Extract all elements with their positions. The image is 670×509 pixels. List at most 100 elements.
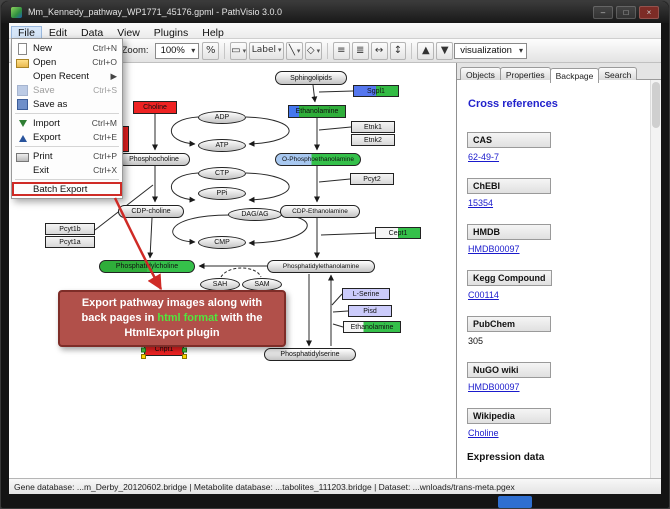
datanode-tool-button[interactable]: ▭ <box>230 41 248 60</box>
crossref-heading: Cross references <box>468 98 558 110</box>
pathway-edge <box>170 172 199 203</box>
distribute-vertical-button[interactable]: ↕ <box>389 41 407 60</box>
node-choline[interactable]: Choline <box>133 101 177 114</box>
align-vertical-button[interactable]: ≣ <box>351 41 369 60</box>
crossref-link[interactable]: C00114 <box>468 290 499 300</box>
node-sphingolipids[interactable]: Sphingolipids <box>275 71 347 85</box>
node-cdp-choline[interactable]: CDP-choline <box>118 205 184 218</box>
menu-plugins[interactable]: Plugins <box>153 27 189 39</box>
node-cmp[interactable]: CMP <box>198 236 246 249</box>
tab-backpage[interactable]: Backpage <box>549 68 600 83</box>
node-ppi[interactable]: PPi <box>198 187 246 200</box>
pathway-edge <box>170 116 199 147</box>
menu-item-label: Open Recent <box>33 70 89 82</box>
chevron-down-icon <box>514 45 523 56</box>
distribute-horizontal-button[interactable]: ↔ <box>370 41 388 60</box>
node-pcyt1a[interactable]: Pcyt1a <box>45 236 95 248</box>
menu-view[interactable]: View <box>117 27 140 39</box>
toolbar-separator <box>326 42 328 59</box>
label-tool-button[interactable]: Label <box>249 41 285 60</box>
close-button[interactable]: × <box>639 5 659 19</box>
node-pcyt1b[interactable]: Pcyt1b <box>45 223 95 235</box>
import-icon <box>16 118 29 129</box>
file-menu-item-batch-export[interactable]: Batch Export <box>12 182 122 196</box>
selection-handle[interactable] <box>182 354 187 359</box>
node-l-serine[interactable]: L-Serine <box>342 288 390 300</box>
selection-handle[interactable] <box>141 354 146 359</box>
node-phosphatidylserine[interactable]: Phosphatidylserine <box>264 348 356 361</box>
node-phosphocholine[interactable]: Phosphocholine <box>118 153 190 166</box>
align-horizontal-button[interactable]: ≡ <box>332 41 350 60</box>
save-icon <box>16 84 29 96</box>
crossref-link[interactable]: Choline <box>468 428 499 438</box>
node-o-phosphoethanolamine[interactable]: O-Phosphoethanolamine <box>275 153 361 166</box>
menu-data[interactable]: Data <box>81 27 104 39</box>
menu-item-shortcut: Ctrl+P <box>93 151 117 161</box>
crossref-header: Kegg Compound <box>467 270 552 286</box>
menu-item-label: Save as <box>33 98 68 110</box>
node-ethanolamine[interactable]: Ethanolamine <box>288 105 346 118</box>
node-ethanolamine-2[interactable]: Ethanolamine <box>343 321 401 333</box>
node-cdp-ethanolamine[interactable]: CDP-Ethanolamine <box>280 205 360 218</box>
pathway-edge <box>311 84 318 103</box>
node-etnk1[interactable]: Etnk1 <box>351 121 395 133</box>
pathway-edge <box>331 293 343 306</box>
bring-to-front-button[interactable]: ▲ <box>417 41 435 60</box>
node-phosphatidylcholine[interactable]: Phosphatidylcholine <box>99 260 195 273</box>
node-pisd[interactable]: Pisd <box>348 305 392 317</box>
crossref-link[interactable]: HMDB00097 <box>468 382 520 392</box>
pathway-edge <box>332 310 349 313</box>
crossref-link[interactable]: 62-49-7 <box>468 152 500 162</box>
crossref-link[interactable]: 15354 <box>468 198 494 208</box>
app-icon <box>11 6 22 18</box>
selection-handle[interactable] <box>182 347 187 352</box>
crossref-value: 305 <box>468 336 484 346</box>
menu-edit[interactable]: Edit <box>48 27 68 39</box>
chevron-down-icon <box>186 45 195 56</box>
menu-item-shortcut: Ctrl+X <box>93 165 117 175</box>
backpage-scrollbar[interactable] <box>650 80 661 478</box>
window-title: Mm_Kennedy_pathway_WP1771_45176.gpml - P… <box>28 7 282 17</box>
print-icon <box>16 151 29 162</box>
node-cept1[interactable]: Cept1 <box>375 227 421 239</box>
crossref-header: PubChem <box>467 316 551 332</box>
selection-handle[interactable] <box>141 347 146 352</box>
pathway-edge <box>332 323 344 328</box>
minimize-button[interactable]: – <box>593 5 613 19</box>
node-phosphatidylethanolamine[interactable]: Phosphatidylethanolamine <box>267 260 375 273</box>
node-dag[interactable]: DAG/AG <box>228 208 282 221</box>
node-ctp[interactable]: CTP <box>198 167 246 180</box>
status-bar: Gene database: ...m_Derby_20120602.bridg… <box>9 478 661 494</box>
menu-item-label: Exit <box>33 164 49 176</box>
node-adp[interactable]: ADP <box>198 111 246 124</box>
send-to-back-button[interactable]: ▼ <box>436 41 454 60</box>
node-sgpl1[interactable]: Sgpl1 <box>353 85 399 97</box>
zoom-percent-button[interactable]: % <box>202 41 220 60</box>
shape-tool-button[interactable]: ◇ <box>305 41 322 60</box>
maximize-button[interactable]: □ <box>616 5 636 19</box>
node-etnk2[interactable]: Etnk2 <box>351 134 395 146</box>
crossref-header: Wikipedia <box>467 408 551 424</box>
visualization-select[interactable]: visualization <box>454 42 527 59</box>
line-tool-button[interactable]: ╲ <box>286 41 304 60</box>
toolbar-separator <box>224 42 226 59</box>
zoom-select[interactable]: 100% <box>154 42 200 59</box>
node-atp[interactable]: ATP <box>198 139 246 152</box>
file-menu-item-exit[interactable]: Exit Ctrl+X <box>12 163 122 177</box>
crossref-header: NuGO wiki <box>467 362 551 378</box>
file-menu-item-save-as[interactable]: Save as <box>12 97 122 111</box>
file-menu-item-open-recent[interactable]: Open Recent▶ <box>12 69 122 83</box>
scrollbar-thumb[interactable] <box>652 82 660 128</box>
menu-help[interactable]: Help <box>202 27 224 39</box>
crossref-link[interactable]: HMDB00097 <box>468 244 520 254</box>
node-pcyt2[interactable]: Pcyt2 <box>350 173 394 185</box>
